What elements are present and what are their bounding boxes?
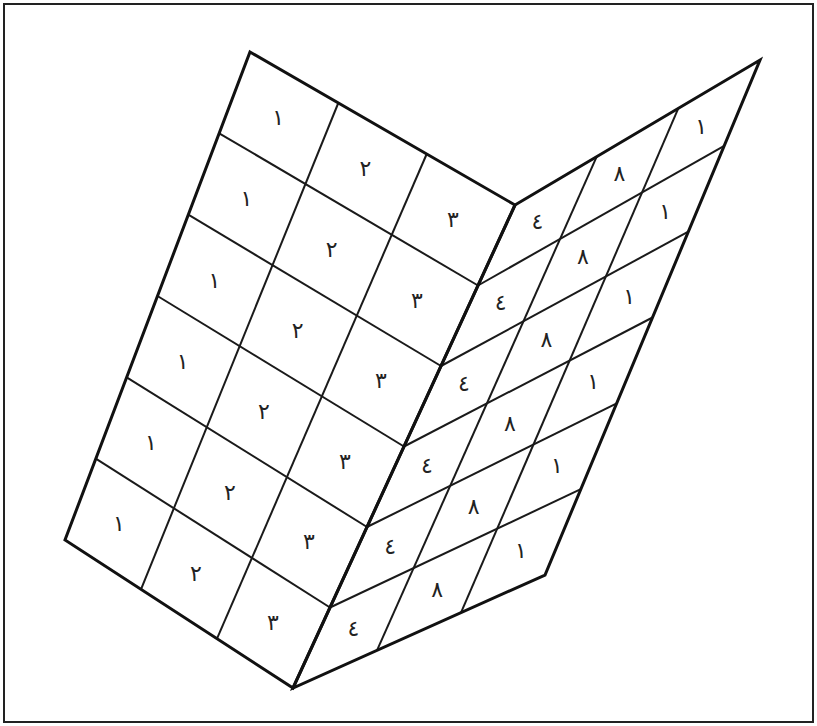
cell-numeral: ١ — [113, 513, 125, 535]
cell-numeral: ٨ — [504, 413, 516, 435]
cell-numeral: ٤ — [495, 292, 507, 314]
cell-numeral: ٤ — [458, 373, 470, 395]
cell-numeral: ٣ — [447, 209, 459, 231]
cell-numeral: ١ — [551, 455, 563, 477]
cell-numeral: ١ — [515, 540, 527, 562]
cell-numeral: ٣ — [375, 370, 387, 392]
panel-outline — [65, 52, 760, 688]
cell-numeral: ١ — [695, 116, 707, 138]
cell-numeral: ٢ — [292, 320, 304, 342]
cell-numeral: ٢ — [224, 482, 236, 504]
cell-numeral: ٨ — [468, 496, 480, 518]
cell-numeral: ٣ — [411, 290, 423, 312]
cell-numeral: ٨ — [577, 246, 589, 268]
cell-numeral: ٢ — [326, 239, 338, 261]
cell-numeral: ٨ — [431, 579, 443, 601]
cell-numeral: ١ — [272, 107, 284, 129]
cell-numeral: ٢ — [360, 158, 372, 180]
cell-numeral: ١ — [177, 351, 189, 373]
cell-numeral: ١ — [623, 286, 635, 308]
cell-numeral: ١ — [209, 270, 221, 292]
cell-numeral: ٢ — [190, 563, 202, 585]
cell-numeral: ٣ — [267, 612, 279, 634]
cell-numeral: ١ — [145, 432, 157, 454]
cell-numeral: ٤ — [347, 618, 359, 640]
cell-numeral: ٤ — [421, 455, 433, 477]
cell-numeral: ٤ — [531, 211, 543, 233]
cell-numeral: ١ — [659, 201, 671, 223]
frame — [4, 4, 813, 722]
cell-numeral: ١ — [240, 188, 252, 210]
cell-numeral: ٣ — [303, 531, 315, 553]
cell-numeral: ٣ — [339, 451, 351, 473]
cell-numeral: ٨ — [613, 163, 625, 185]
cell-numeral: ١ — [587, 371, 599, 393]
grid-lines — [96, 103, 724, 650]
cell-numeral: ٢ — [258, 401, 270, 423]
cell-numeral: ٤ — [384, 536, 396, 558]
cell-numeral: ٨ — [541, 329, 553, 351]
